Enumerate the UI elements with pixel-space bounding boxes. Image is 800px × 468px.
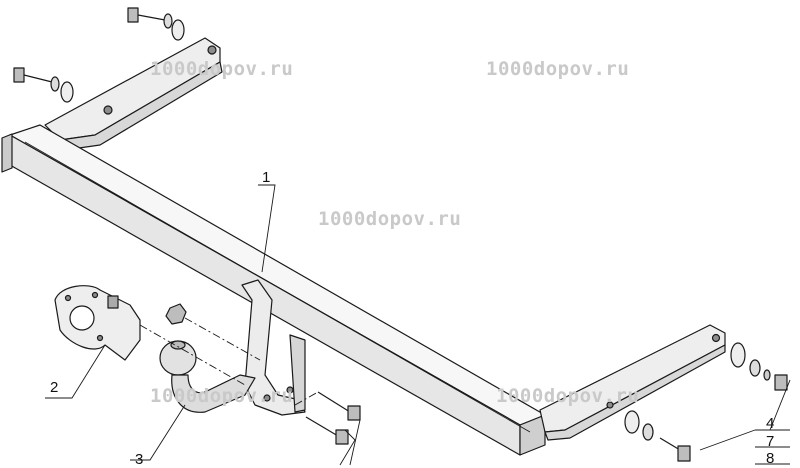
callout-part-2: 2 [50, 379, 59, 396]
watermark-text: 1000dopov.ru [150, 385, 294, 407]
assembly-guide-lines [139, 317, 319, 406]
leader-lines [45, 184, 791, 466]
watermark-text: 1000dopov.ru [486, 58, 630, 80]
watermark-text: 1000dopov.ru [318, 208, 462, 230]
tow-ball-nut [165, 303, 187, 325]
callout-part-7: 7 [766, 433, 775, 450]
tow-ball-neck [159, 340, 256, 413]
callout-part-8: 8 [766, 450, 775, 467]
right-bolt-set [624, 342, 788, 462]
upper-bolt-set [127, 7, 185, 41]
callout-part-3: 3 [135, 451, 144, 468]
watermark-text: 1000dopov.ru [150, 58, 294, 80]
right-mounting-bracket [539, 324, 726, 441]
callout-part-4: 4 [766, 415, 775, 432]
socket-bracket [54, 285, 141, 361]
lower-bolt-set [13, 67, 74, 103]
watermark-text: 1000dopov.ru [496, 385, 640, 407]
callout-part-1: 1 [262, 169, 271, 186]
plate-bolts [305, 391, 361, 445]
tow-ball-mounting-plate [241, 279, 306, 416]
